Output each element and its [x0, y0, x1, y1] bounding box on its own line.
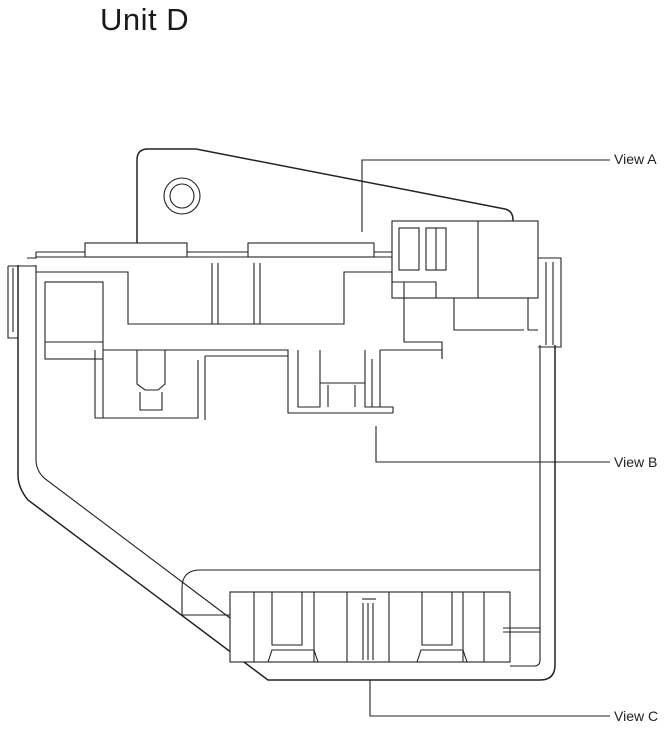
- view-b-label: View B: [614, 454, 658, 470]
- bottom-connector: [181, 569, 540, 663]
- housing-outline: [7, 257, 562, 681]
- view-a-label: View A: [614, 151, 657, 167]
- leader-view-a: [361, 159, 610, 232]
- mounting-bracket: [136, 148, 514, 248]
- diagram-title: Unit D: [100, 2, 190, 37]
- top-connectors: [27, 242, 392, 259]
- relay-block: [391, 220, 539, 331]
- callout-leaders: [361, 159, 610, 717]
- view-c-label: View C: [614, 708, 659, 724]
- leader-view-b: [375, 426, 610, 463]
- main-body: [36, 263, 524, 420]
- leader-view-c: [369, 680, 610, 717]
